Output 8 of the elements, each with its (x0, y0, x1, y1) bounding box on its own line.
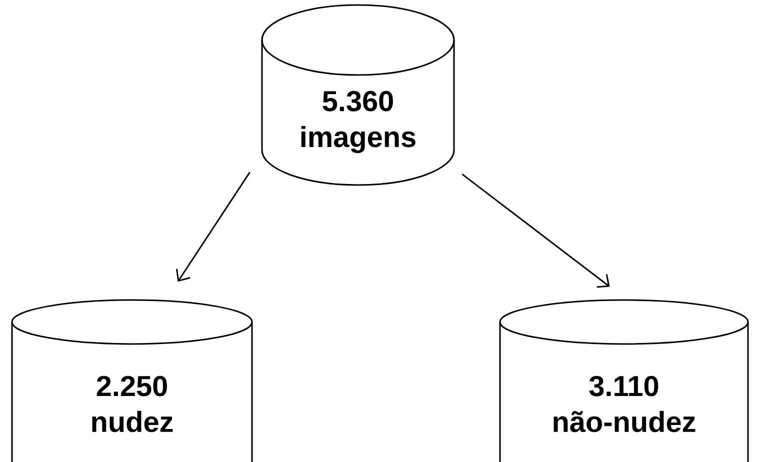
node-label: 3.110 não-nudez (554, 376, 696, 432)
cylinder: 5.360 imagens (261, 4, 455, 186)
cylinder: 3.110 não-nudez (499, 299, 749, 462)
arrow (462, 174, 610, 288)
arrow (176, 172, 250, 282)
node-label: 2.250 nudez (92, 376, 173, 432)
node-label: 5.360 imagens (301, 90, 416, 154)
cylinder: 2.250 nudez (11, 299, 253, 462)
